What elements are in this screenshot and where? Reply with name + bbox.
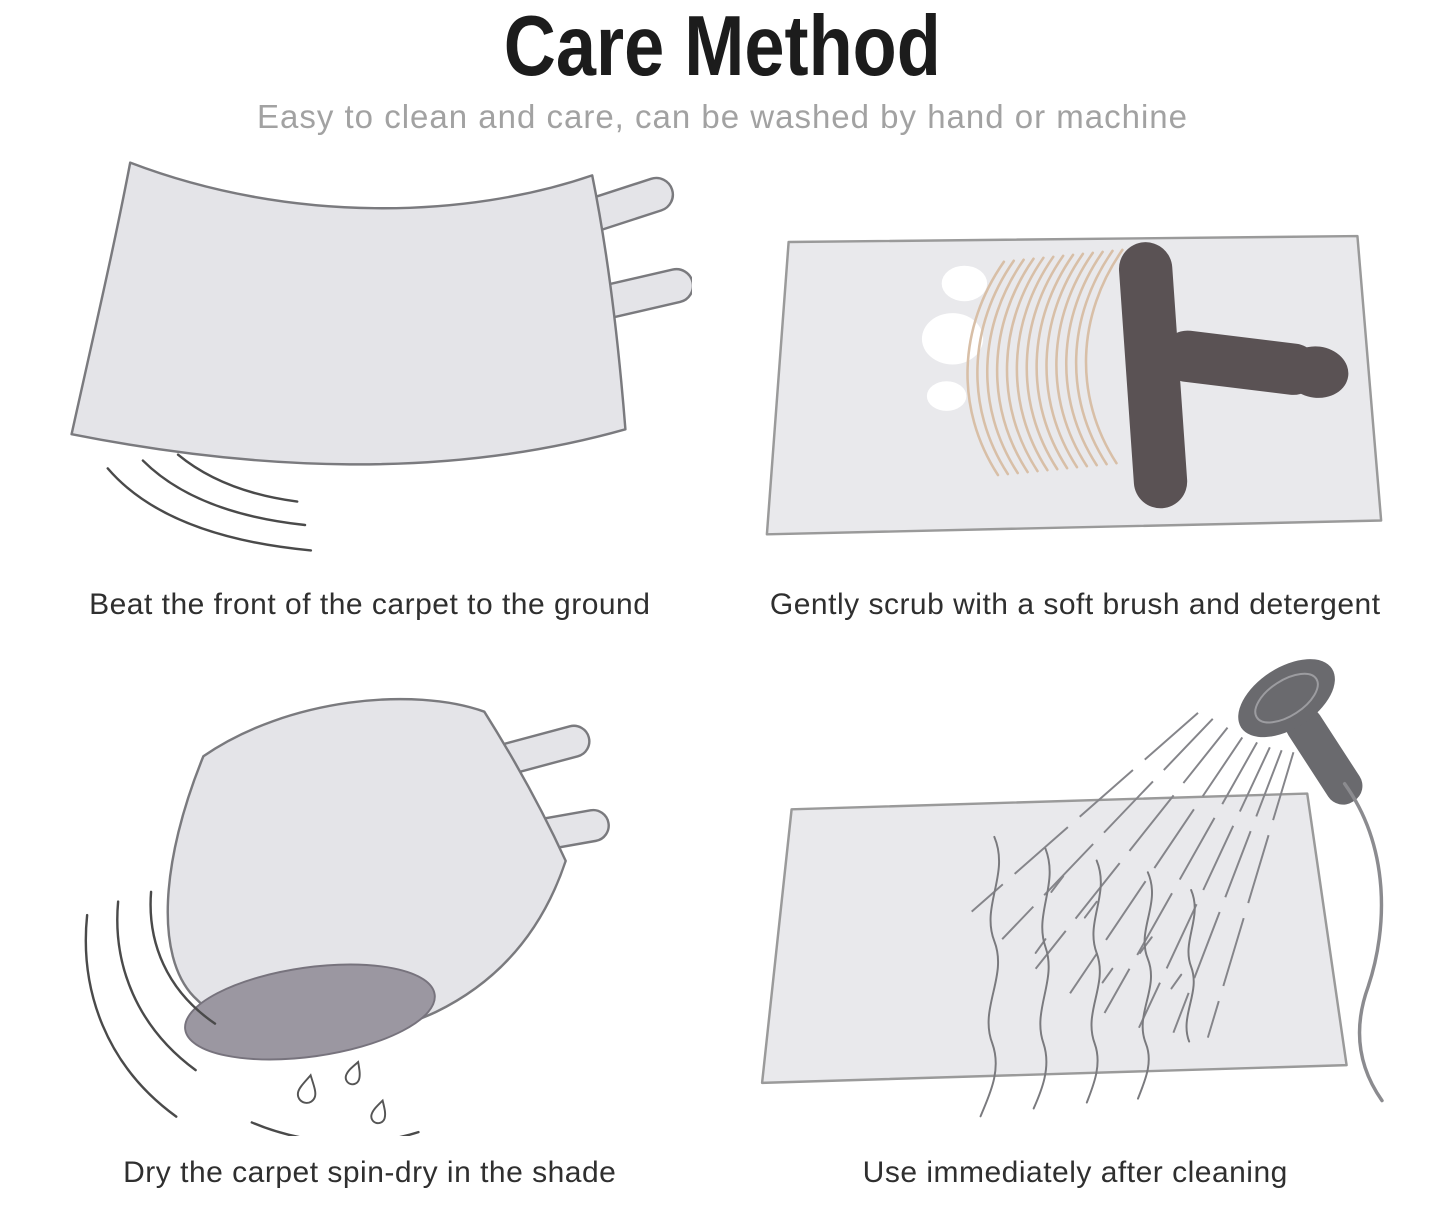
carpet-spin-dry-illustration (84, 697, 610, 1136)
step-beat-carpet: Beat the front of the carpet to the grou… (42, 136, 698, 626)
page-subtitle: Easy to clean and care, can be washed by… (256, 98, 1189, 135)
carpet-beating-illustration (70, 161, 693, 552)
header: Care Method Easy to clean and care, can … (0, 0, 1445, 136)
step-brush-scrub: Gently scrub with a soft brush and deter… (748, 136, 1404, 626)
step-caption-beat: Beat the front of the carpet to the grou… (89, 588, 651, 621)
step-spin-dry: Dry the carpet spin-dry in the shade (42, 626, 698, 1200)
step-caption-dry: Dry the carpet spin-dry in the shade (123, 1156, 617, 1189)
step-caption-rinse: Use immediately after cleaning (862, 1156, 1288, 1189)
step-shower-rinse: Use immediately after cleaning (748, 626, 1404, 1200)
step-caption-scrub: Gently scrub with a soft brush and deter… (769, 588, 1381, 621)
brush-scrub-illustration (765, 234, 1383, 536)
steps-grid: Beat the front of the carpet to the grou… (0, 136, 1445, 1210)
page-title: Care Method (503, 0, 942, 94)
shower-rinse-illustration (761, 659, 1384, 1118)
